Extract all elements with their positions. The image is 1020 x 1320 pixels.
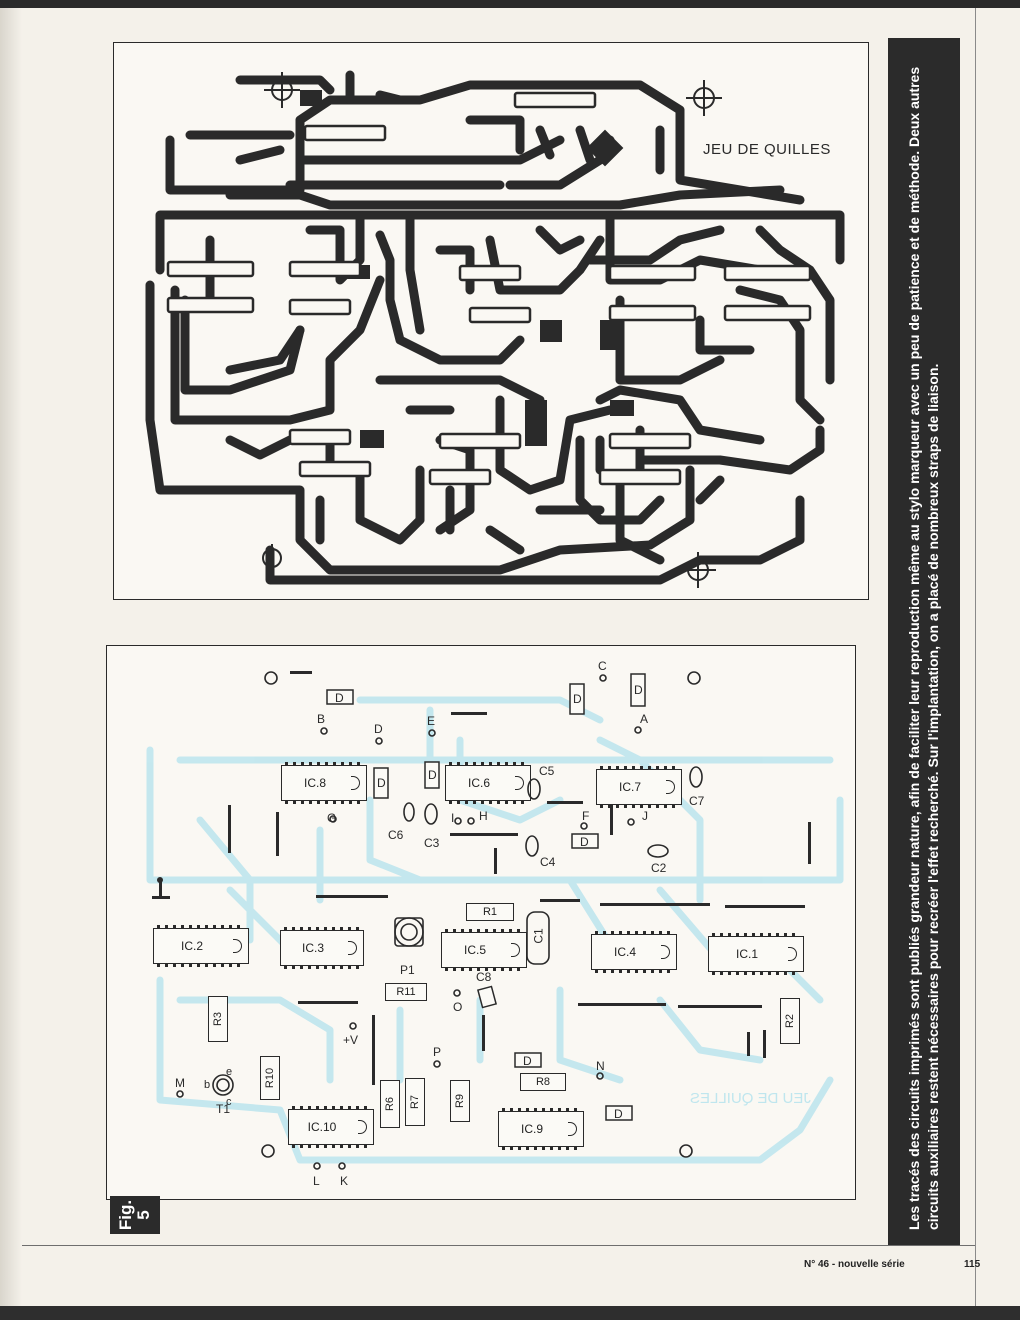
point-label: L <box>313 1174 320 1188</box>
point-label: A <box>640 712 649 726</box>
resistor: R10 <box>260 1056 280 1100</box>
transistor-pin-label: c <box>226 1096 232 1108</box>
pcb-title: JEU DE QUILLES <box>703 141 831 158</box>
ic-package: IC.9 <box>498 1108 584 1150</box>
resistor: R7 <box>405 1078 425 1126</box>
capacitor-label: C2 <box>651 861 667 875</box>
point-label: K <box>340 1174 349 1188</box>
capacitor-label: C7 <box>689 794 705 808</box>
resistor: R3 <box>208 996 228 1042</box>
transistor-pin-label: e <box>226 1066 233 1078</box>
transistor-pin-label: b <box>204 1079 211 1091</box>
point-label: I <box>451 811 455 825</box>
diode-label: D <box>377 776 386 790</box>
resistor: R1 <box>466 903 514 921</box>
resistor: R9 <box>450 1080 470 1122</box>
diode-label: D <box>335 691 344 705</box>
point-label: J <box>642 809 648 823</box>
ic-package: IC.2 <box>153 925 249 967</box>
page-right-rule <box>975 8 976 1306</box>
diode-label: D <box>428 768 437 782</box>
ic-package: IC.7 <box>596 766 682 808</box>
point-label: G <box>327 811 337 825</box>
transistor-label: T1 <box>216 1102 231 1116</box>
page-binding-shadow <box>0 8 22 1306</box>
ic-package: IC.8 <box>281 762 367 804</box>
diode-label: D <box>523 1054 532 1068</box>
capacitor-label: C3 <box>424 836 440 850</box>
page-number: 115 <box>964 1259 981 1270</box>
caption-bar <box>888 38 960 1246</box>
issue-footer: N° 46 - nouvelle série <box>804 1259 905 1270</box>
ic-package: IC.4 <box>591 931 677 973</box>
point-label: N <box>596 1059 605 1073</box>
footer-rule <box>22 1245 975 1246</box>
figure-caption: Les tracés des circuits imprimés sont pu… <box>906 66 941 1230</box>
capacitor-label: C8 <box>476 970 492 984</box>
point-label: P <box>433 1045 442 1059</box>
capacitor-label: C4 <box>540 855 556 869</box>
point-label: B <box>317 712 326 726</box>
point-label: C <box>598 659 607 673</box>
ic-package: IC.5 <box>441 929 527 971</box>
diode-label: D <box>634 683 643 697</box>
resistor: R2 <box>780 998 800 1044</box>
ic-package: IC.10 <box>288 1106 374 1148</box>
resistor: R6 <box>380 1080 400 1128</box>
ic-package: IC.3 <box>280 927 364 969</box>
point-label: M <box>175 1076 185 1090</box>
point-label: +V <box>343 1033 359 1047</box>
point-label: F <box>582 809 590 823</box>
page-bottom-edge <box>0 1306 1020 1320</box>
ic-package: IC.1 <box>708 933 804 975</box>
resistor: R11 <box>385 983 427 1001</box>
ic-package: IC.6 <box>445 762 531 804</box>
capacitor-label: C6 <box>388 828 404 842</box>
page-top-edge <box>0 0 1020 8</box>
point-label: O <box>453 1000 463 1014</box>
diode-label: D <box>614 1107 623 1121</box>
capacitor-label: C5 <box>539 764 555 778</box>
point-label: H <box>479 809 488 823</box>
resistor: R8 <box>520 1073 566 1091</box>
diode-label: D <box>573 692 582 706</box>
figure-label: Fig. 5 <box>110 1196 160 1234</box>
potentiometer-label: P1 <box>400 963 415 977</box>
capacitor-label: C1 <box>531 928 546 944</box>
point-label: D <box>374 722 383 736</box>
diode-label: D <box>580 835 589 849</box>
point-label: E <box>427 714 436 728</box>
